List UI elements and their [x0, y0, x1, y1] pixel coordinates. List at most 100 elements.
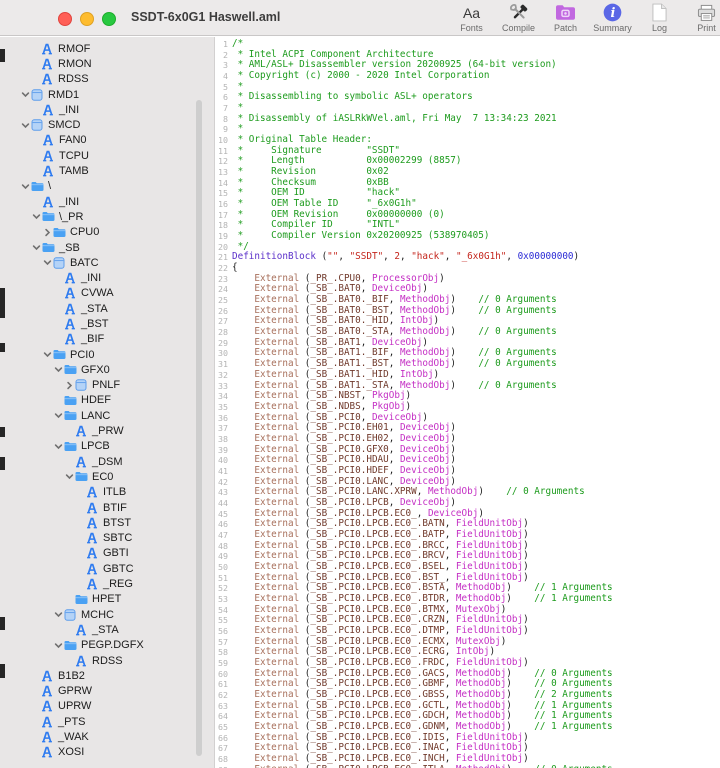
chevron-down-icon[interactable]: [53, 641, 64, 650]
chevron-down-icon[interactable]: [53, 411, 64, 420]
tree-item-rdss[interactable]: RDSS: [0, 653, 214, 668]
tree-item-pegpdgfx[interactable]: PEGP.DGFX: [0, 638, 214, 653]
tree-item-hdef[interactable]: HDEF: [0, 393, 214, 408]
code-line: 8 * Disassembly of iASLRkWVel.aml, Fri M…: [216, 113, 720, 125]
tree-item-btst[interactable]: BTST: [0, 515, 214, 530]
line-number: 34: [218, 391, 228, 402]
chevron-down-icon[interactable]: [31, 212, 42, 221]
code-line: 9 *: [216, 124, 720, 135]
print-button[interactable]: Print: [683, 2, 720, 33]
line-content: * Compiler Version 0x20200925 (538970405…: [232, 230, 490, 242]
tree-item-pnlf[interactable]: PNLF: [0, 378, 214, 393]
tree-item-sbtc[interactable]: SBTC: [0, 531, 214, 546]
tree-item-label: SMCD: [48, 119, 81, 132]
line-content: External (_SB_.PCI0.GFX0, DeviceObj): [254, 443, 456, 455]
tree-item-lanc[interactable]: LANC: [0, 408, 214, 423]
tree-item-bif[interactable]: _BIF: [0, 332, 214, 347]
sidebar-scrollbar[interactable]: [196, 100, 202, 756]
chevron-down-icon[interactable]: [31, 243, 42, 252]
log-button[interactable]: Log: [636, 2, 683, 33]
tree-item-reg[interactable]: _REG: [0, 576, 214, 591]
tree-item-mchc[interactable]: MCHC: [0, 607, 214, 622]
line-content: */: [232, 240, 249, 252]
chevron-down-icon[interactable]: [42, 350, 53, 359]
tree-item-gprw[interactable]: GPRW: [0, 683, 214, 698]
tree-item-cpu0[interactable]: CPU0: [0, 225, 214, 240]
tree-item-batc[interactable]: BATC: [0, 255, 214, 270]
line-number: 48: [218, 540, 228, 551]
code-line: 54 External (_SB_.PCI0.LPCB.EC0_.BTMX, M…: [216, 604, 720, 616]
tree-item-pr[interactable]: \_PR: [0, 209, 214, 224]
tree-item-[interactable]: \: [0, 179, 214, 194]
chevron-down-icon[interactable]: [53, 442, 64, 451]
tree-item-cvwa[interactable]: CVWA: [0, 286, 214, 301]
tree-item-prw[interactable]: _PRW: [0, 423, 214, 438]
compile-button[interactable]: Compile: [495, 2, 542, 33]
tree-item-btif[interactable]: BTIF: [0, 500, 214, 515]
line-content: External (_SB_.PCI0.LPCB.EC0_.BRCC, Fiel…: [254, 539, 529, 551]
tree-item-dsm[interactable]: _DSM: [0, 454, 214, 469]
tree-item-rmon[interactable]: RMON: [0, 56, 214, 71]
chevron-down-icon[interactable]: [64, 472, 75, 481]
tree-item-gbtc[interactable]: GBTC: [0, 561, 214, 576]
tree-item-xosi[interactable]: XOSI: [0, 745, 214, 760]
zoom-button[interactable]: [102, 12, 116, 26]
chevron-right-icon[interactable]: [64, 381, 75, 390]
close-button[interactable]: [58, 12, 72, 26]
code-line: 69 External (_SB_.PCI0.LPCB.EC0_.ITLA, M…: [216, 764, 720, 768]
tree-item-rmof[interactable]: RMOF: [0, 41, 214, 56]
tree-item-rdss[interactable]: RDSS: [0, 72, 214, 87]
line-content: External (_SB_.PCI0.LPCB.EC0_.ECRG, IntO…: [254, 646, 496, 658]
chevron-down-icon[interactable]: [20, 182, 31, 191]
line-content: *: [232, 123, 249, 135]
code-line: 13 * Revision 0x02: [216, 166, 720, 178]
background-window-sliver: [0, 427, 5, 437]
chevron-down-icon[interactable]: [53, 610, 64, 619]
line-number: 29: [218, 337, 228, 348]
tree-item-lpcb[interactable]: LPCB: [0, 439, 214, 454]
line-number: 22: [218, 263, 228, 274]
tree-item-hpet[interactable]: HPET: [0, 592, 214, 607]
tree-item-sta[interactable]: _STA: [0, 622, 214, 637]
tree-item-ec0[interactable]: EC0: [0, 469, 214, 484]
chevron-down-icon[interactable]: [20, 90, 31, 99]
tree-item-gfx0[interactable]: GFX0: [0, 362, 214, 377]
tree-item-label: _SB: [59, 241, 80, 254]
tree-item-ini[interactable]: _INI: [0, 194, 214, 209]
line-number: 16: [218, 199, 228, 210]
tree-item-smcd[interactable]: SMCD: [0, 117, 214, 132]
tree-item-uprw[interactable]: UPRW: [0, 699, 214, 714]
tree-item-tcpu[interactable]: TCPU: [0, 148, 214, 163]
tree-item-ini[interactable]: _INI: [0, 270, 214, 285]
code-line: 32 External (_SB_.BAT1._HID, IntObj): [216, 369, 720, 381]
minimize-button[interactable]: [80, 12, 94, 26]
line-number: 52: [218, 583, 228, 594]
asl-code-editor[interactable]: 1/*2 * Intel ACPI Component Architecture…: [216, 37, 720, 768]
tree-item-sta[interactable]: _STA: [0, 301, 214, 316]
tree-item-fan0[interactable]: FAN0: [0, 133, 214, 148]
tree-item-sb[interactable]: _SB: [0, 240, 214, 255]
tree-item-itlb[interactable]: ITLB: [0, 485, 214, 500]
tree-item-rmd1[interactable]: RMD1: [0, 87, 214, 102]
tree-item-b1b2[interactable]: B1B2: [0, 668, 214, 683]
tree-item-ini[interactable]: _INI: [0, 102, 214, 117]
patch-button[interactable]: Patch: [542, 2, 589, 33]
chevron-down-icon[interactable]: [42, 258, 53, 267]
tree-item-wak[interactable]: _WAK: [0, 729, 214, 744]
line-number: 37: [218, 423, 228, 434]
chevron-down-icon[interactable]: [20, 121, 31, 130]
fonts-button[interactable]: Aa Fonts: [448, 2, 495, 34]
tree-item-bst[interactable]: _BST: [0, 316, 214, 331]
chevron-right-icon[interactable]: [42, 228, 53, 237]
line-number: 68: [218, 754, 228, 765]
summary-button[interactable]: i Summary: [589, 2, 636, 33]
code-line: 27 External (_SB_.BAT0._HID, IntObj): [216, 316, 720, 327]
tree-item-pci0[interactable]: PCI0: [0, 347, 214, 362]
tree-item-tamb[interactable]: TAMB: [0, 163, 214, 178]
line-content: External (_SB_.PCI0.LPCB.EC0_.GBMF, Meth…: [254, 678, 613, 690]
line-content: * Compiler ID "INTL": [232, 219, 400, 231]
chevron-down-icon[interactable]: [53, 365, 64, 374]
tree-item-gbti[interactable]: GBTI: [0, 546, 214, 561]
tree-item-pts[interactable]: _PTS: [0, 714, 214, 729]
line-content: External (_SB_.PCI0.LPCB.EC0_.GBSS, Meth…: [254, 688, 613, 700]
